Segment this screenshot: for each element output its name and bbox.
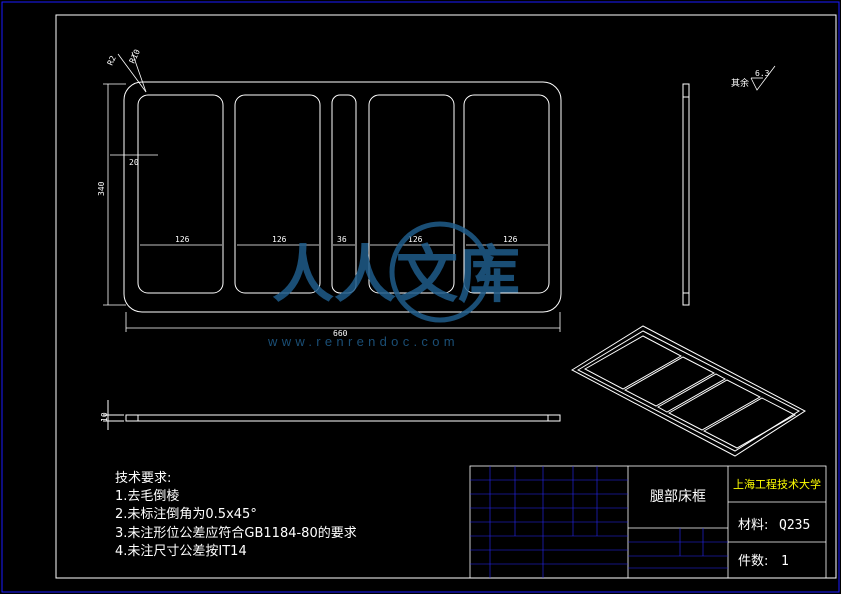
dim-length: 660 (333, 329, 348, 338)
frame-outline (123, 81, 562, 313)
dim-bay-5: 126 (503, 235, 518, 244)
dim-bay-2: 126 (272, 235, 287, 244)
bay-1 (137, 94, 224, 294)
school-name: 上海工程技术大学 (733, 477, 821, 491)
quantity-label: 件数: (738, 554, 768, 569)
isometric-view (570, 325, 806, 457)
bay-5 (463, 94, 550, 294)
dim-height: 340 (97, 181, 106, 196)
dimensions (103, 51, 561, 332)
notes-title: 技术要求: (115, 471, 171, 486)
note-3: 3.未注形位公差应符合GB1184-80的要求 (115, 525, 357, 541)
watermark: 人人文库 www.renrendoc.com (267, 221, 520, 349)
note-4: 4.未注尺寸公差按IT14 (115, 544, 247, 559)
drawing-frame (55, 14, 837, 579)
quantity-value: 1 (781, 554, 789, 569)
watermark-url: www.renrendoc.com (267, 334, 459, 349)
dim-bay-4: 126 (408, 235, 423, 244)
roughness-symbol (750, 65, 776, 91)
bay-4 (368, 94, 455, 294)
note-1: 1.去毛倒棱 (115, 488, 179, 504)
bay-3 (331, 94, 357, 294)
roughness-value: 6.3 (755, 69, 770, 78)
note-2: 2.未标注倒角为0.5x45° (115, 507, 257, 522)
dim-chamfer-b: R10 (128, 48, 142, 65)
technical-notes: 技术要求: 1.去毛倒棱 2.未标注倒角为0.5x45° 3.未注形位公差应符合… (115, 471, 357, 559)
title-block-grid (470, 466, 728, 578)
dim-bay-3: 36 (337, 235, 347, 244)
plan-view (123, 81, 562, 313)
side-view (682, 83, 690, 306)
dim-wall: 20 (129, 158, 139, 167)
dim-bay-1: 126 (175, 235, 190, 244)
material-value: Q235 (779, 518, 810, 533)
watermark-text: 人人文库 (272, 238, 520, 311)
dim-chamfer-a: R2 (106, 54, 118, 67)
bay-2 (234, 94, 321, 294)
roughness-label: 其余 (731, 77, 749, 89)
part-name: 腿部床框 (650, 489, 706, 505)
dim-thickness: 10 (100, 412, 109, 422)
material-label: 材料: (738, 518, 768, 533)
edge-view (103, 400, 561, 430)
